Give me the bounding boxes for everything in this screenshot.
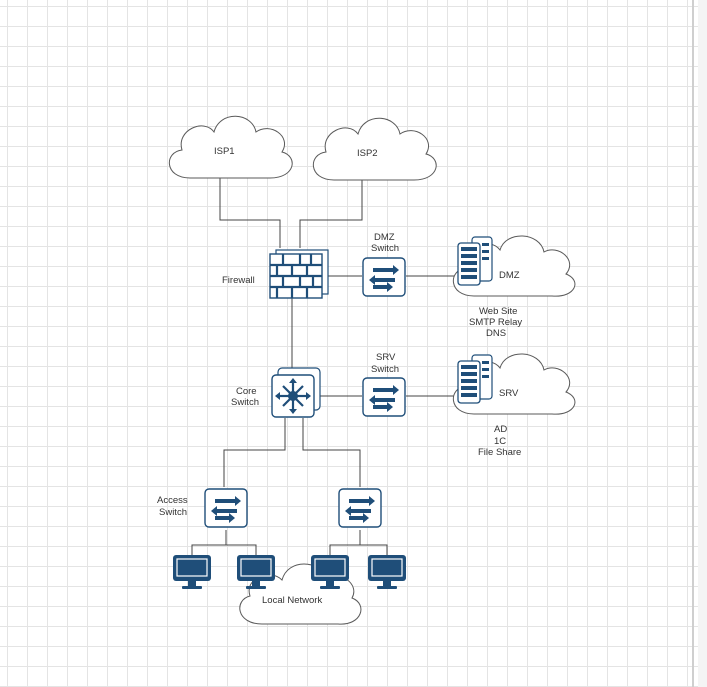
cloud-label: DMZ (499, 270, 520, 281)
monitor-icon (172, 554, 212, 590)
cloud-srv: SRV (452, 353, 576, 415)
switch-icon (338, 488, 382, 528)
server-icon (457, 354, 493, 404)
service-label: File Share (478, 447, 521, 458)
cloud-isp1: ISP1 (168, 115, 293, 179)
access-switch-label-2: Switch (159, 507, 187, 518)
firewall-label: Firewall (222, 275, 255, 286)
firewall-device: Firewall (222, 249, 329, 299)
dmz-switch-label-2: Switch (371, 243, 399, 254)
cloud-label: SRV (499, 388, 519, 399)
access-switch-left: Access Switch (157, 488, 248, 528)
cloud-label: ISP1 (214, 146, 235, 157)
core-switch-label-2: Switch (231, 397, 259, 408)
monitor-icon (367, 554, 407, 590)
cloud-dmz: DMZ (452, 235, 576, 297)
cloud-icon (168, 115, 293, 179)
cloud-label: Local Network (262, 595, 322, 606)
srv-switch: SRV Switch (362, 352, 406, 417)
cloud-isp2: ISP2 (312, 117, 437, 181)
service-label: SMTP Relay (469, 317, 522, 328)
srv-services: AD 1C File Share (478, 424, 521, 458)
core-switch-label-1: Core (236, 386, 257, 397)
canvas-margin (698, 0, 707, 687)
service-label: Web Site (479, 306, 517, 317)
srv-switch-label-2: Switch (371, 364, 399, 375)
switch-icon (362, 257, 406, 297)
connection-lines (191, 178, 455, 555)
dmz-services: Web Site SMTP Relay DNS (469, 306, 522, 339)
switch-icon (362, 377, 406, 417)
srv-switch-label-1: SRV (376, 352, 396, 363)
cloud-icon (312, 117, 437, 181)
cloud-label: ISP2 (357, 148, 378, 159)
core-switch: Core Switch (231, 367, 321, 418)
access-switch-right (338, 488, 382, 528)
switch-icon (204, 488, 248, 528)
dmz-switch-label-1: DMZ (374, 232, 395, 243)
firewall-icon (269, 249, 329, 299)
service-label: DNS (486, 328, 506, 339)
dmz-switch: DMZ Switch (362, 232, 406, 297)
server-icon (457, 236, 493, 286)
canvas-border (692, 0, 694, 687)
service-label: 1C (494, 436, 506, 447)
service-label: AD (494, 424, 507, 435)
access-switch-label-1: Access (157, 495, 188, 506)
core-switch-icon (271, 367, 321, 418)
